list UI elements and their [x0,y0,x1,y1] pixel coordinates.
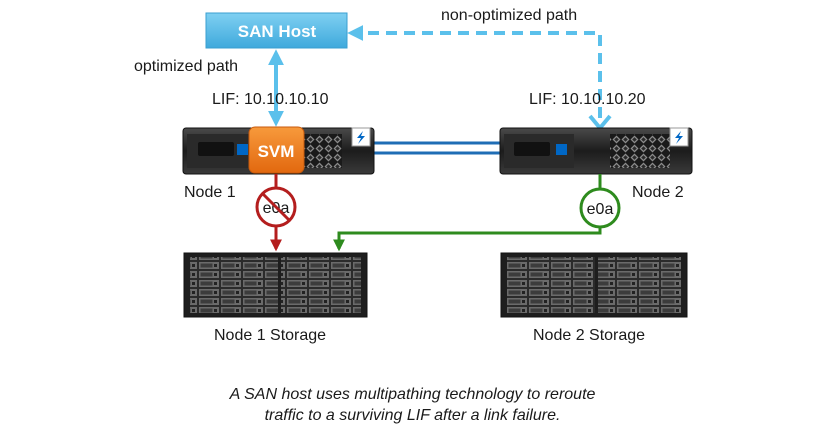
node2-logo-icon [556,144,567,155]
node1-port-e0a: e0a [255,186,297,228]
lif-node2-label: LIF: 10.10.10.20 [529,91,646,108]
svm-label: SVM [258,142,295,161]
non-optimized-path [347,25,602,118]
ha-interconnect [372,141,500,155]
node2-label: Node 2 [632,184,684,201]
rerouted-path [333,226,602,252]
san-host: SAN Host [205,12,348,49]
node1-storage-shelf [183,252,368,318]
node1-storage-label: Node 1 Storage [214,327,326,344]
link-failure-icon [261,192,291,222]
optimized-path-label: optimized path [134,58,238,75]
lif-node1-label: LIF: 10.10.10.10 [212,91,329,108]
node2-port-e0a: e0a [579,187,621,229]
node2-storage-shelf [500,252,688,318]
san-host-label: SAN Host [238,22,317,41]
node1-logo-icon [237,144,248,155]
node2-port-label: e0a [587,201,614,218]
svm-badge: SVM [248,126,305,174]
node1-label: Node 1 [184,184,236,201]
caption-line-1: A SAN host uses multipathing technology … [229,386,596,403]
non-optimized-path-label: non-optimized path [441,7,577,24]
node2-storage-label: Node 2 Storage [533,327,645,344]
caption-line-2: traffic to a surviving LIF after a link … [264,407,561,424]
node2-controller [499,127,693,175]
